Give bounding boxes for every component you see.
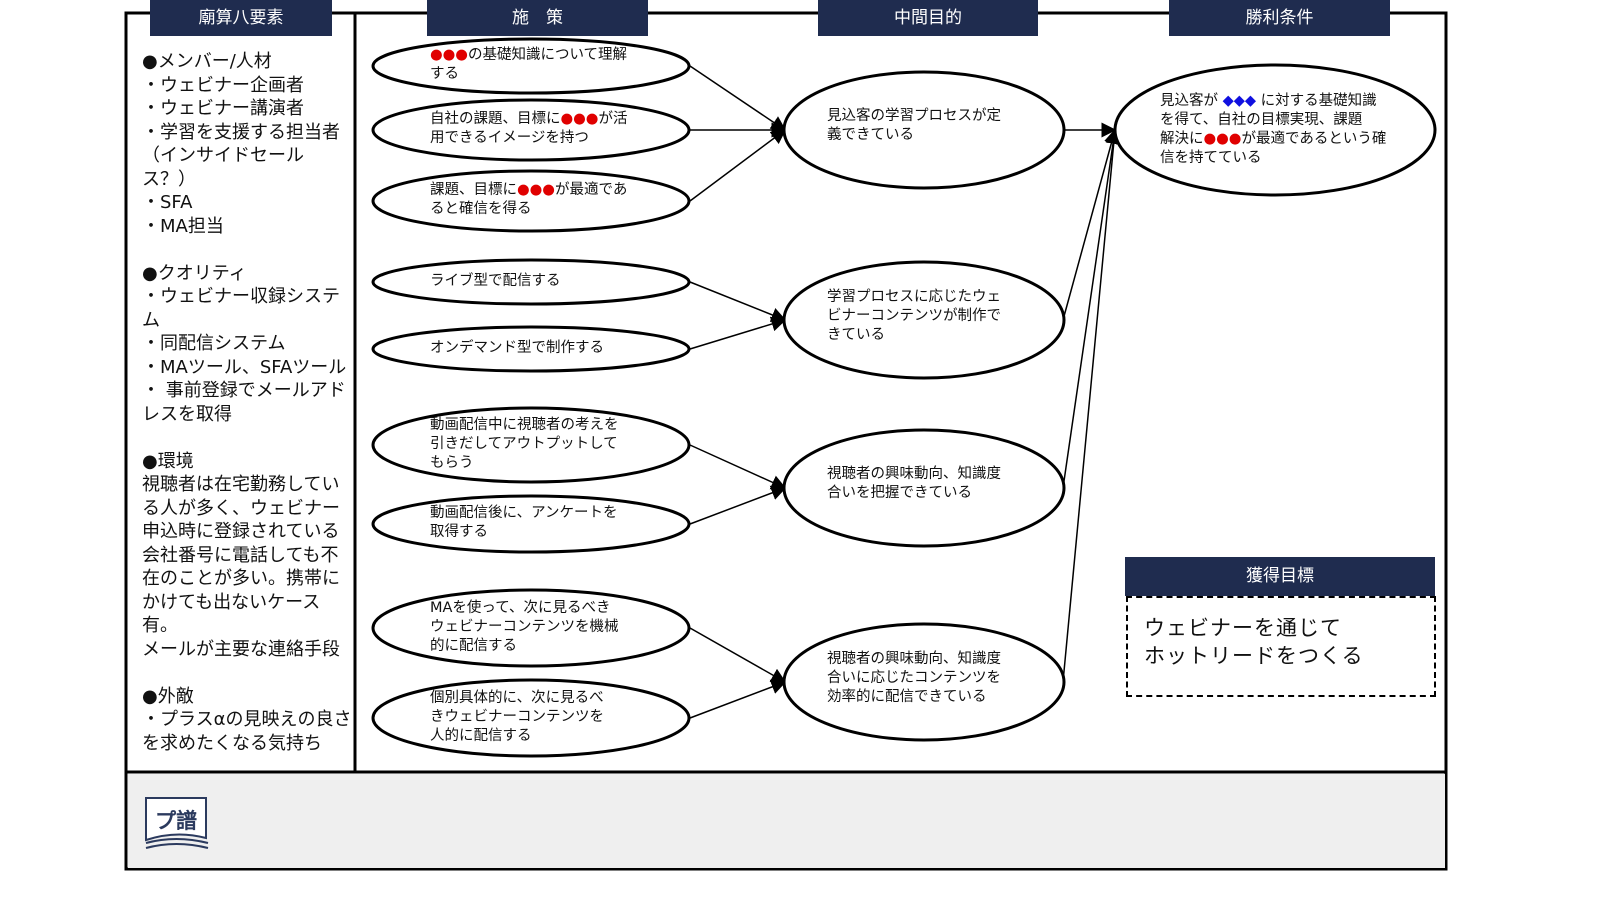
- header-acquisition: 獲得目標: [1125, 557, 1435, 596]
- intermediate-ellipse: [782, 622, 1066, 742]
- measure-text: 課題、目標に●●●が最適であ ると確信を得る: [430, 182, 628, 217]
- footer-area: [128, 774, 1445, 868]
- arrow-connector: [689, 281, 787, 322]
- arrow-connector: [689, 485, 787, 525]
- measure-ellipse: [371, 406, 691, 484]
- arrow-connector: [1062, 128, 1121, 489]
- measure-text: 個別具体的に、次に見るべ きウェビナーコンテンツを 人的に配信する: [430, 689, 604, 744]
- measure-text: ●●●の基礎知識について理解 する: [430, 47, 628, 82]
- measure-ellipse: [371, 258, 691, 306]
- outer-frame: [124, 11, 1448, 871]
- measure-ellipse: [371, 37, 691, 95]
- intermediate-ellipse: [782, 260, 1066, 380]
- arrow-connector: [689, 316, 787, 350]
- acquisition-goal: ウェビナーを通じて ホットリードをつくる: [1126, 596, 1436, 697]
- measure-text: 自社の課題、目標に●●●が活 用できるイメージを持つ: [430, 111, 628, 146]
- arrow-connector: [689, 444, 787, 490]
- header-measures: 施 策: [427, 0, 648, 36]
- measure-ellipse: [371, 588, 691, 668]
- intermediate-text: 学習プロセスに応じたウェ ビナーコンテンツが制作で きている: [827, 288, 1001, 343]
- arrow-connector: [689, 65, 787, 131]
- victory-text: 見込客が ◆◆◆ に対する基礎知識 を得て、自社の目標実現、課題 解決に●●●が…: [1160, 93, 1387, 166]
- intermediate-text: 見込客の学習プロセスが定 義できている: [827, 108, 1001, 143]
- arrow-connector: [689, 679, 787, 719]
- intermediate-text: 視聴者の興味動向、知識度 合いに応じたコンテンツを 効率的に配信できている: [827, 650, 1001, 705]
- factors-panel: ●メンバー/人材 ・ウェビナー企画者 ・ウェビナー講演者 ・学習を支援する担当者…: [142, 51, 352, 754]
- measure-text: オンデマンド型で制作する: [430, 339, 604, 356]
- measure-text: 動画配信後に、アンケートを 取得する: [430, 505, 618, 540]
- measure-ellipse: [371, 325, 691, 373]
- measure-ellipse: [371, 494, 691, 554]
- arrow-connector: [689, 129, 787, 202]
- intermediate-ellipse: [782, 70, 1066, 190]
- victory-ellipse: [1113, 63, 1437, 197]
- measure-text: ライブ型で配信する: [430, 272, 561, 289]
- intermediate-text: 視聴者の興味動向、知識度 合いを把握できている: [827, 466, 1001, 501]
- intermediate-ellipse: [782, 428, 1066, 548]
- measure-ellipse: [371, 98, 691, 162]
- header-intermediate: 中間目的: [818, 0, 1038, 36]
- measure-text: 動画配信中に視聴者の考えを 引きだしてアウトプットして もらう: [430, 416, 619, 471]
- arrow-connector: [689, 627, 787, 683]
- measure-ellipse: [371, 678, 691, 758]
- arrow-connector: [1062, 128, 1119, 321]
- measure-ellipse: [371, 169, 691, 233]
- arrow-connector: [1062, 128, 1122, 683]
- header-victory: 勝利条件: [1169, 0, 1390, 36]
- measure-text: MAを使って、次に見るべき ウェビナーコンテンツを機械 的に配信する: [430, 599, 619, 654]
- header-factors: 廟算八要素: [150, 0, 332, 36]
